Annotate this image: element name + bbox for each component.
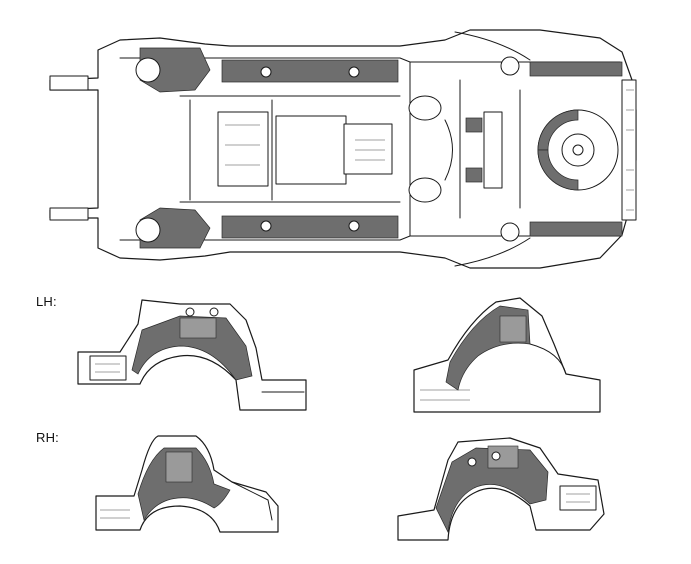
rail-bolts bbox=[260, 66, 360, 232]
front-arch-sealer-top bbox=[139, 47, 211, 93]
rh-front-arch-sealer bbox=[137, 447, 231, 521]
rear-sealer-top bbox=[529, 61, 623, 77]
rh-rear-arch-sealer bbox=[435, 447, 549, 534]
rocker-sealer-bottom bbox=[221, 215, 399, 239]
front-bracket-left bbox=[49, 75, 89, 91]
lh-rear-wheelhouse bbox=[413, 297, 601, 413]
lh-label: LH: bbox=[36, 294, 57, 309]
spare-well-sealer bbox=[537, 109, 579, 151]
rear-floor-panel bbox=[409, 61, 521, 237]
lh-front-arch-sealer bbox=[131, 315, 253, 381]
rear-sealer-bottom bbox=[529, 221, 623, 237]
rh-label: RH: bbox=[36, 430, 59, 445]
lh-front-wheelhouse bbox=[77, 299, 307, 411]
rh-rear-wheelhouse bbox=[397, 437, 605, 541]
tunnel bbox=[275, 115, 347, 185]
rh-front-wheelhouse bbox=[95, 435, 279, 533]
front-bracket-right bbox=[49, 207, 89, 221]
rocker-sealer-top bbox=[221, 59, 399, 83]
